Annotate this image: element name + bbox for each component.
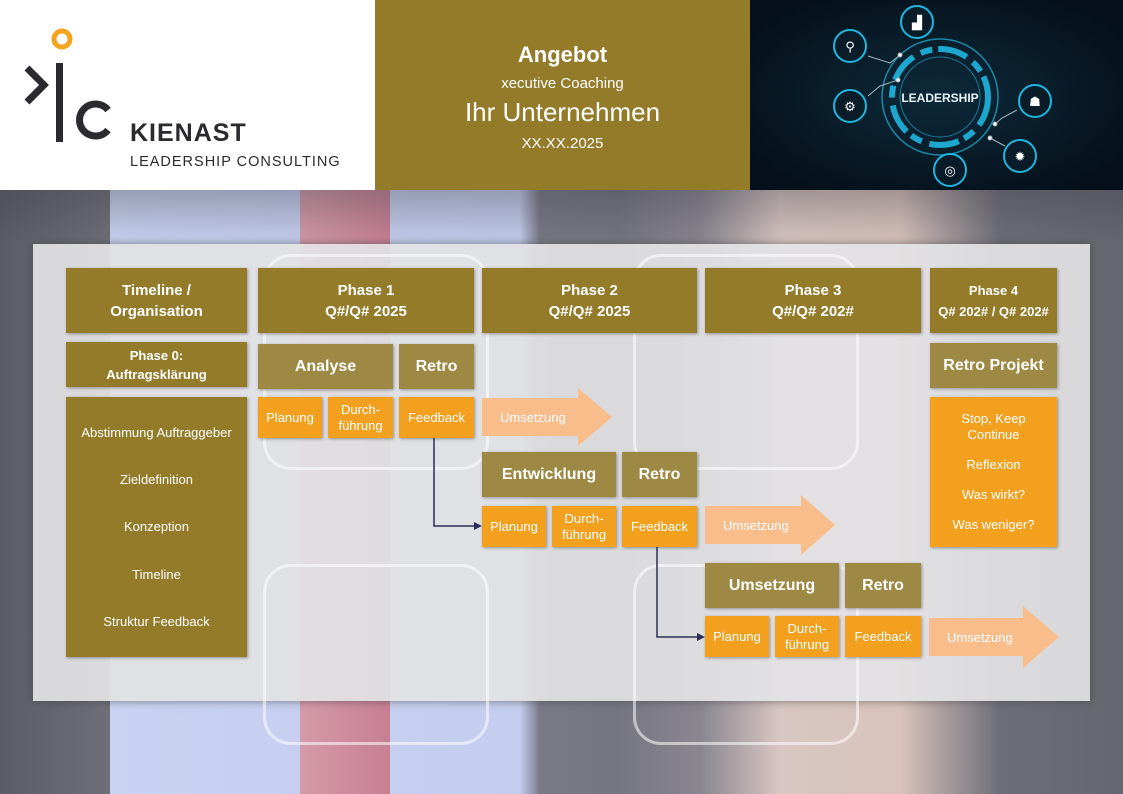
svg-text:▟: ▟ [911, 14, 923, 31]
connector-line [433, 438, 476, 527]
search-icon [833, 29, 867, 63]
step-planung: Planung [705, 616, 769, 657]
leadership-label: LEADERSHIP [901, 91, 978, 105]
retro-item: Was weniger? [952, 517, 1035, 532]
logo-bar-icon [56, 63, 63, 142]
phase-0-item: Konzeption [123, 519, 190, 535]
logo-c-icon [76, 100, 111, 140]
step-durchfuehrung: Durch- führung [328, 397, 393, 438]
svg-text:☗: ☗ [1029, 95, 1041, 110]
leadership-graphic: LEADERSHIP ⚲ ▟ ⚙ ☗ ✹ ◎ [750, 0, 1123, 190]
header-line: Timeline / [122, 281, 191, 299]
header-line: Organisation [110, 302, 203, 320]
offer-subtitle: xecutive Coaching [501, 75, 624, 92]
target-icon [933, 153, 967, 187]
phase-4-header: Phase 4 Q# 202# / Q# 202# [930, 268, 1057, 333]
logo-tagline: LEADERSHIP CONSULTING [130, 154, 341, 170]
umsetzung-arrow: Umsetzung [482, 388, 612, 446]
phase-period: Q# 202# / Q# 202# [938, 303, 1049, 319]
step-durchfuehrung: Durch- führung [775, 616, 839, 657]
step-text: führung [338, 417, 383, 433]
connector-arrowhead-icon [697, 633, 705, 641]
phase-0-item: Zieldefinition [120, 472, 193, 488]
step-text: Durch- [564, 510, 604, 526]
stage-analyse: Analyse [258, 344, 393, 389]
phase-1-header: Phase 1 Q#/Q# 2025 [258, 268, 474, 333]
phase-period: Q#/Q# 202# [772, 302, 854, 320]
logo-chevron-icon [24, 65, 49, 105]
svg-text:✹: ✹ [1015, 150, 1026, 165]
svg-text:⚙: ⚙ [844, 100, 856, 115]
step-feedback: Feedback [845, 616, 921, 657]
svg-text:◎: ◎ [944, 164, 955, 179]
stage-umsetzung: Umsetzung [705, 563, 839, 608]
leadership-image: LEADERSHIP ⚲ ▟ ⚙ ☗ ✹ ◎ [750, 0, 1123, 190]
phase-0-subtitle: Auftragsklärung [106, 366, 207, 382]
offer-heading: Angebot [517, 42, 608, 67]
retro-item-text: Continue [967, 427, 1020, 442]
company-name: Ihr Unternehmen [464, 97, 661, 127]
phase-0-title: Phase 0: [129, 347, 184, 363]
logo-brand: KIENAST [130, 119, 247, 147]
step-text: führung [784, 636, 830, 652]
connector-arrowhead-icon [474, 522, 482, 530]
step-text: Durch- [340, 401, 380, 417]
phase-name: Phase 4 [968, 282, 1019, 298]
umsetzung-arrow: Umsetzung [705, 495, 835, 555]
svg-text:⚲: ⚲ [845, 40, 855, 55]
background-photo-shade [0, 190, 1123, 245]
phase-0-header: Phase 0: Auftragsklärung [66, 342, 247, 387]
step-durchfuehrung: Durch- führung [552, 506, 616, 547]
logo-orange-ring-icon [51, 28, 73, 50]
phase-name: Phase 3 [784, 281, 842, 299]
phase-2-header: Phase 2 Q#/Q# 2025 [482, 268, 697, 333]
stage-retro: Retro [622, 452, 697, 497]
phase-3-header: Phase 3 Q#/Q# 202# [705, 268, 921, 333]
retro-projekt-header: Retro Projekt [930, 343, 1057, 388]
timeline-organisation-header: Timeline / Organisation [66, 268, 247, 333]
phase-0-item: Timeline [132, 566, 181, 582]
step-planung: Planung [482, 506, 546, 547]
retro-item: Was wirkt? [961, 487, 1026, 502]
step-text: führung [561, 526, 607, 542]
step-feedback: Feedback [622, 506, 697, 547]
arrow-label: Umsetzung [723, 517, 789, 533]
connector-line [656, 547, 699, 638]
phase-period: Q#/Q# 2025 [548, 302, 631, 320]
step-feedback: Feedback [399, 397, 474, 438]
phase-name: Phase 2 [561, 281, 618, 299]
bg-outline-shape [263, 564, 489, 745]
growth-chart-icon [900, 5, 934, 39]
logo-panel: KIENAST LEADERSHIP CONSULTING [0, 0, 375, 190]
lightbulb-icon [1003, 139, 1037, 173]
bg-outline-shape [633, 254, 859, 470]
phase-name: Phase 1 [337, 281, 395, 299]
umsetzung-arrow: Umsetzung [929, 606, 1059, 668]
phase-period: Q#/Q# 2025 [325, 302, 407, 320]
phase-0-item: Struktur Feedback [103, 613, 210, 629]
retro-item: Stop, Keep Continue [961, 411, 1025, 443]
person-icon [1018, 84, 1052, 118]
stage-retro: Retro [845, 563, 921, 608]
step-text: Durch- [787, 620, 827, 636]
phase-0-item: Abstimmung Auftraggeber [81, 425, 232, 441]
retro-item: Reflexion [966, 457, 1021, 472]
offer-date: XX.XX.2025 [521, 135, 604, 152]
phase-0-items: Abstimmung Auftraggeber Zieldefinition K… [66, 397, 247, 657]
arrow-label: Umsetzung [947, 629, 1013, 645]
step-planung: Planung [258, 397, 322, 438]
gears-icon [833, 89, 867, 123]
kienast-logo: KIENAST LEADERSHIP CONSULTING [24, 28, 341, 170]
title-panel: Angebot xecutive Coaching Ihr Unternehme… [375, 0, 750, 190]
stage-entwicklung: Entwicklung [482, 452, 616, 497]
retro-projekt-items: Stop, Keep Continue Reflexion Was wirkt?… [930, 397, 1057, 547]
stage-retro: Retro [399, 344, 474, 389]
arrow-label: Umsetzung [500, 409, 566, 425]
retro-item-text: Stop, Keep [961, 411, 1026, 426]
